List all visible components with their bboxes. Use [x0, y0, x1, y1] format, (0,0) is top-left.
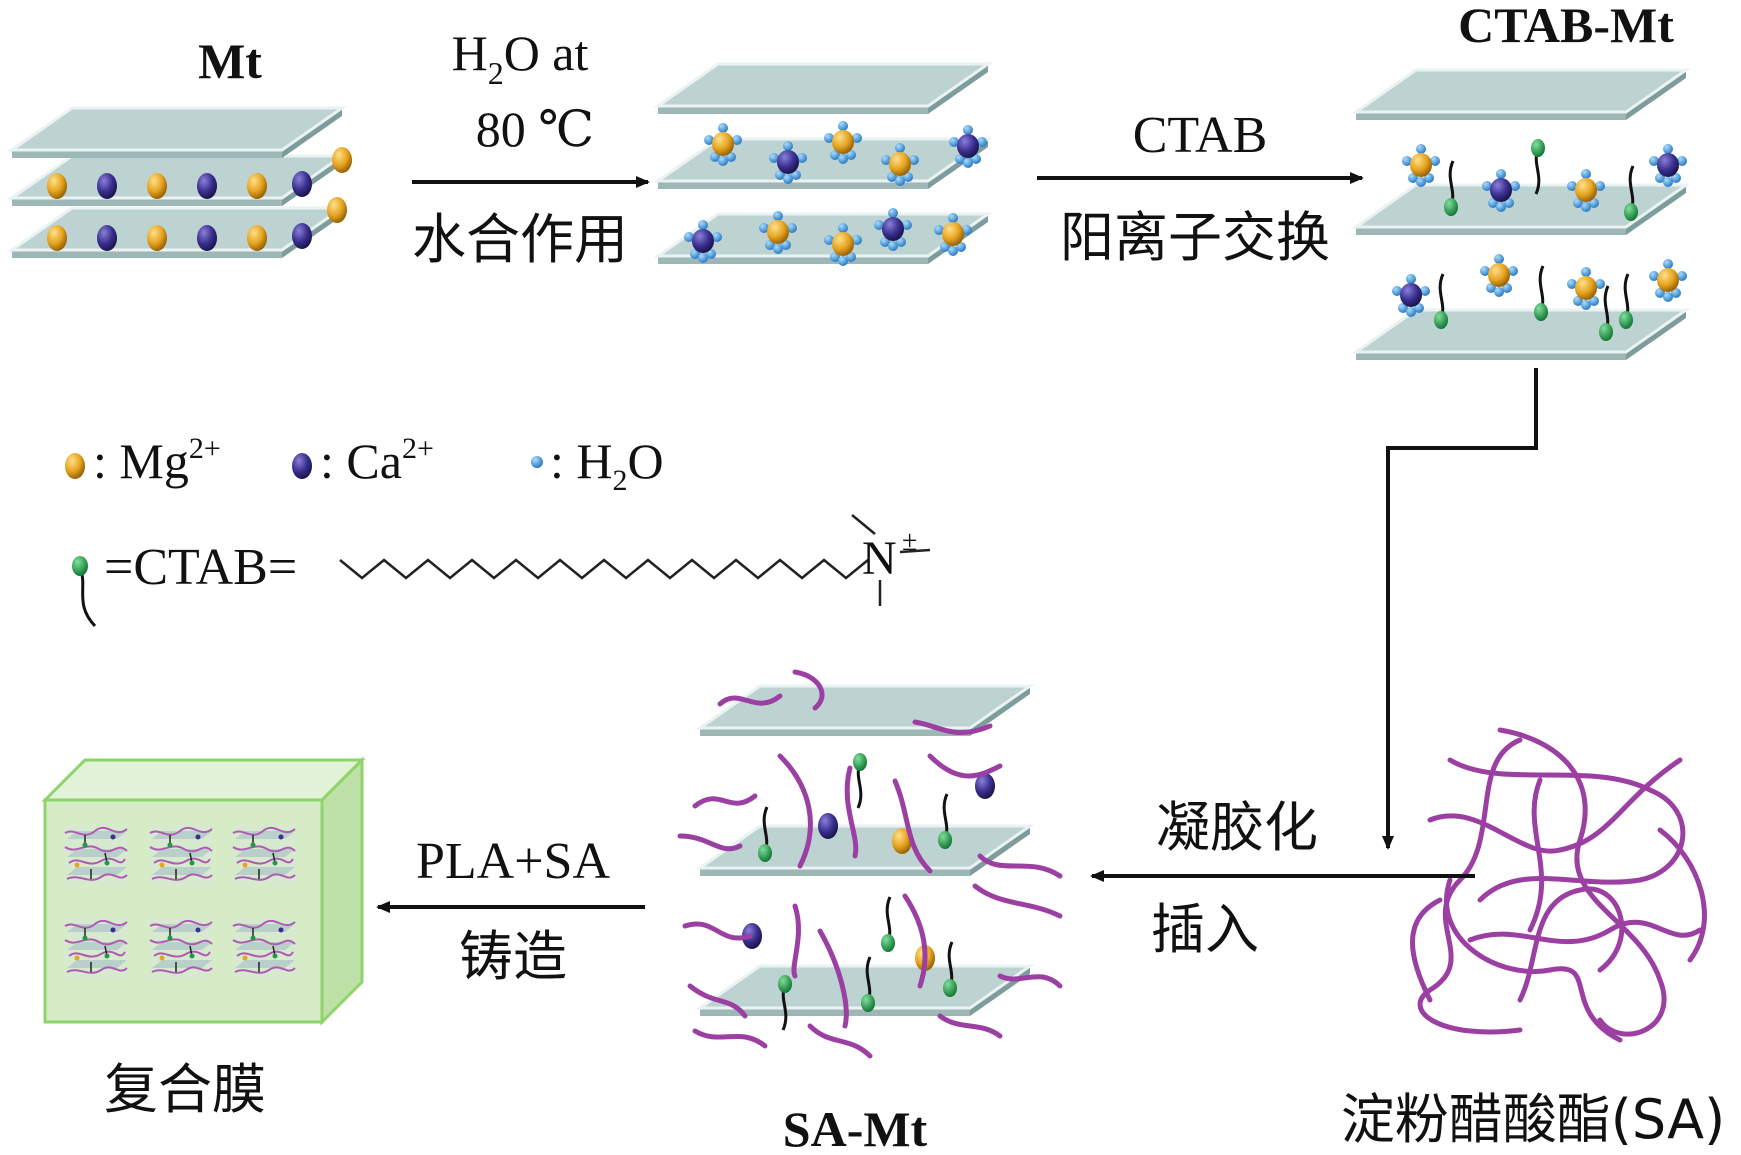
sa-mt-stack: [677, 669, 1063, 1059]
legend-ca: : Ca2+: [292, 432, 434, 489]
mg-ion-icon: [65, 453, 85, 479]
hydration-label: 水合作用: [412, 208, 628, 271]
ctab-legend-label: =CTAB=: [104, 539, 297, 596]
svg-text:: Mg2+: : Mg2+: [93, 432, 221, 489]
hydration-condition-line1: H2O at: [452, 25, 589, 91]
ctab-mt-label: CTAB-Mt: [1458, 0, 1674, 53]
composite-film-label: 复合膜: [104, 1058, 266, 1121]
sa-mt-label: SA-Mt: [783, 1101, 928, 1155]
hydrated-mt-stack: [656, 62, 990, 266]
starch-acetate-coil: [1410, 727, 1707, 1043]
ctab-mt-stack: [1354, 68, 1688, 362]
ca-ion-icon: [292, 453, 312, 479]
legend-ctab: =CTAB= N ±: [72, 514, 931, 628]
water-molecule-icon: [531, 456, 543, 468]
composite-film-block: [41, 756, 366, 1026]
gelation-label: 凝胶化: [1156, 796, 1318, 859]
legend-h2o: : H2O: [531, 433, 664, 497]
cation-exchange-reagent: CTAB: [1133, 107, 1268, 164]
connector-to-gelation: [1382, 368, 1538, 850]
ctab-molecule-icon: [72, 556, 97, 628]
svg-text:: Ca2+: : Ca2+: [320, 432, 434, 489]
nitrogen-charge: ±: [902, 526, 917, 557]
mt-stack: [10, 106, 352, 260]
casting-reagent: PLA+SA: [416, 833, 610, 890]
legend: : Mg2+ : Ca2+ : H2O =CTAB= N ±: [65, 432, 931, 628]
svg-text:: H2O: : H2O: [550, 433, 664, 497]
casting-label: 铸造: [459, 925, 567, 988]
nitrogen-symbol: N: [862, 532, 897, 585]
ctab-alkyl-chain: [339, 558, 869, 580]
hydration-condition-line2: 80 ℃: [476, 101, 594, 157]
sa-label: 淀粉醋酸酯(SA): [1341, 1088, 1725, 1151]
intercalation-label: 插入: [1151, 898, 1259, 961]
legend-mg: : Mg2+: [65, 432, 221, 489]
cation-exchange-label: 阳离子交换: [1060, 206, 1330, 269]
ammonium-head: N ±: [851, 514, 931, 606]
mt-label: Mt: [198, 33, 262, 89]
